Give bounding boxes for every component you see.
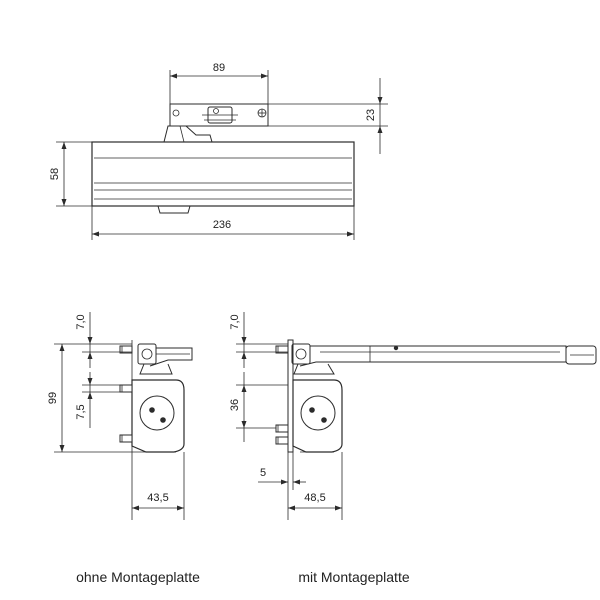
closer-body [91, 141, 355, 214]
dimension-label-43-5: 43,5 [147, 492, 168, 504]
dimension-89: 89 [169, 62, 269, 104]
dimension-43-5: 43,5 [132, 492, 184, 511]
dimension-236: 236 [91, 206, 355, 240]
mounting-screws [275, 345, 289, 445]
closer-arm [299, 345, 597, 367]
dimension-label-7-0-right: 7,0 [229, 314, 241, 329]
dimension-7-0-left: 7,0 [54, 312, 132, 368]
dimension-99: 99 [47, 344, 140, 453]
dimension-label-89: 89 [213, 62, 225, 74]
dimension-7-0-right: 7,0 [229, 312, 288, 368]
dimension-label-5: 5 [260, 467, 266, 479]
top-view: 89 23 58 236 [49, 62, 388, 240]
side-view-with-plate: 7,0 36 5 48,5 mit Montageplatte [229, 312, 597, 585]
dimension-5: 5 [258, 467, 306, 485]
dimension-label-7-5: 7,5 [75, 404, 87, 419]
dimension-48-5: 48,5 [288, 492, 342, 511]
dimension-7-5: 7,5 [75, 372, 120, 428]
dimension-58: 58 [49, 141, 92, 207]
dimension-23: 23 [268, 78, 388, 154]
mounting-bracket [163, 103, 269, 143]
caption-mit-montageplatte: mit Montageplatte [298, 569, 409, 585]
mounting-screws [119, 345, 133, 443]
dimension-36: 36 [229, 372, 288, 442]
dimension-label-236: 236 [213, 219, 231, 231]
side-view-without-plate: 7,0 99 7,5 43,5 ohne Montageplatte [47, 312, 200, 585]
dimension-label-7-0-left: 7,0 [75, 314, 87, 329]
dimension-label-36: 36 [229, 399, 241, 411]
dimension-label-99: 99 [47, 392, 59, 404]
dimension-label-58: 58 [49, 168, 61, 180]
dimension-label-23: 23 [365, 109, 377, 121]
dimension-label-48-5: 48,5 [304, 492, 325, 504]
caption-ohne-montageplatte: ohne Montageplatte [76, 569, 200, 585]
